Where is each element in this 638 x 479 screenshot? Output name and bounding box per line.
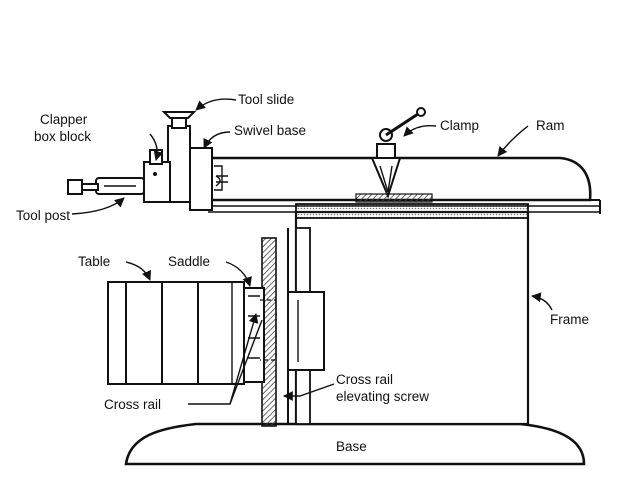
- label-table: Table: [78, 254, 110, 269]
- label-tool-slide: Tool slide: [238, 92, 294, 107]
- label-cross-rail-screw-2: elevating screw: [336, 389, 429, 404]
- ram: [208, 156, 601, 214]
- label-cross-rail-screw-1: Cross rail: [336, 372, 393, 387]
- label-clapper-box-block-2: box block: [34, 129, 91, 144]
- label-frame: Frame: [550, 312, 589, 327]
- tool-head: [67, 111, 221, 211]
- label-swivel-base: Swivel base: [234, 123, 306, 138]
- label-clapper-box-block-1: Clapper: [40, 112, 88, 127]
- label-ram: Ram: [536, 118, 565, 133]
- cross-rail-assembly: [107, 227, 325, 427]
- leader-lines: [71, 98, 553, 405]
- label-base: Base: [336, 439, 367, 454]
- clamp-assembly: [355, 107, 433, 203]
- label-tool-post: Tool post: [16, 208, 70, 223]
- label-clamp: Clamp: [440, 118, 479, 133]
- label-saddle: Saddle: [168, 254, 210, 269]
- label-cross-rail: Cross rail: [104, 397, 161, 412]
- frame-column: [294, 203, 530, 426]
